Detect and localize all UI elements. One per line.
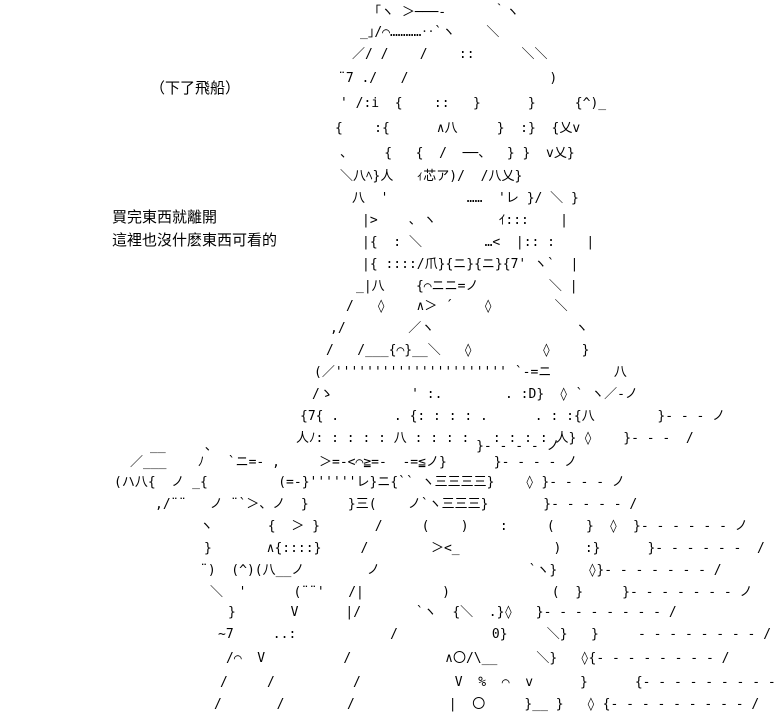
ascii-art-line: ~7 ..: / 0} ＼} } ‐ ‐ ‐ ‐ ‐ ‐ ‐ ‐ /: [218, 627, 772, 642]
ascii-art-line: / /___{⌒}__＼ ◊ ◊ }: [326, 343, 590, 358]
ascii-art-line: ＼ ' (¨¨' /| ) ( } }‐ ‐ ‐ ‐ ‐ ‐ ‐ ノ: [210, 585, 753, 600]
ascii-art-line: ,/ ／ヽ ヽ: [330, 321, 589, 336]
caption-mid-line-1: 買完東西就離開: [112, 208, 218, 226]
ascii-art-line: ／___ ﾉ `ニ=‐ , ＞=‐<⌒≧=‐ ‐=≦ノ} }‐ ‐ ‐ ‐ ノ: [130, 455, 578, 470]
ascii-art-line: |{ ::::/爪}{ニ}{ニ}{7' ヽ` |: [362, 257, 579, 272]
ascii-art-line: ¨7 ./ / ): [338, 71, 558, 86]
ascii-art-line: ' /:i { :: } } {^)_: [340, 96, 607, 111]
ascii-art-line: ヽ { ＞ } / ( ) : ( } ◊ }‐ ‐ ‐ ‐ ‐ ‐ ノ: [200, 519, 748, 534]
ascii-art-line: / / / | 〇 }__ } ◊ {‐ ‐ ‐ ‐ ‐ ‐ ‐ ‐ ‐ /: [214, 697, 760, 712]
ascii-art-line: (ハ八{ ノ _{ (=‐}''''''レ}ニ{`` ヽ三三三三} ◊ }‐ ‐…: [114, 475, 625, 490]
ascii-art-line: |{ : ＼ …< |:: : |: [362, 235, 595, 250]
ascii-art-line: } ∧{::::} / ＞<_ ) :} }‐ ‐ ‐ ‐ ‐ ‐ /: [204, 541, 765, 556]
ascii-art-line: |> ､ ヽ ｲ::: |: [362, 213, 569, 228]
ascii-art-line: _|八 {⌒ニニ=ノ ＼ |: [356, 279, 578, 294]
ascii-art-line: __ 、 }‐ ‐ ‐ ‐ ノ: [150, 439, 560, 454]
ascii-art-line: } V |/ `ヽ {＼ .}◊ }‐ ‐ ‐ ‐ ‐ ‐ ‐ ‐ /: [228, 605, 677, 620]
ascii-art-line: _｣/⌒…………‥`ヽ ＼: [360, 25, 500, 40]
ascii-art-line: /ゝ ' :. . :D} ◊ ` ヽ／‐ノ: [312, 387, 638, 402]
ascii-art-line: ,/¨¨ ノ ¨`＞、ノ } }三( ノ`ヽ三三三} }‐ ‐ ‐ ‐ ‐ /: [155, 497, 638, 512]
ascii-art-line: { :{ ∧八 } :} {乂v: [335, 121, 581, 136]
ascii-art-line: ¨) (^)(八__ノ ノ `ヽ} ◊}‐ ‐ ‐ ‐ ‐ ‐ ‐ /: [200, 563, 722, 578]
caption-mid-line-2: 這裡也沒什麽東西可看的: [112, 231, 278, 249]
ascii-art-line: / ◊ ∧＞ ´ ◊ ＼: [346, 299, 568, 314]
ascii-art-line: (／'''''''''''''''''''''' `‐=ニ 八: [314, 365, 627, 380]
ascii-art-line: 人ﾉ: : : : : 八 : : : : : : : : 人} ◊ }‐ ‐ …: [296, 431, 694, 446]
caption-top: （下了飛船）: [150, 79, 241, 97]
ascii-art-line: 八 ' …… 'レ }/ ＼ }: [352, 191, 579, 206]
ascii-art-line: / / / V % ⌒ v } {‐ ‐ ‐ ‐ ‐ ‐ ‐ ‐ ‐ /: [220, 675, 775, 690]
ascii-art-line: {7{ . . {: : : : . . : :{八 }‐ ‐ ‐ ノ: [300, 409, 726, 424]
ascii-art-line: 「ヽ ＞───‐ ｀ヽ: [368, 5, 520, 20]
ascii-art-line: ／/ / / :: ＼＼: [352, 47, 548, 62]
ascii-art-line: 、 { { / ──、 } } v乂}: [340, 146, 575, 161]
ascii-art-line: ＼八ﾍ}人 ｨ芯ア)/ /八乂}: [340, 169, 523, 184]
ascii-art-line: /⌒ V / ∧〇/\__ ＼} ◊{‐ ‐ ‐ ‐ ‐ ‐ ‐ ‐ /: [226, 651, 730, 666]
